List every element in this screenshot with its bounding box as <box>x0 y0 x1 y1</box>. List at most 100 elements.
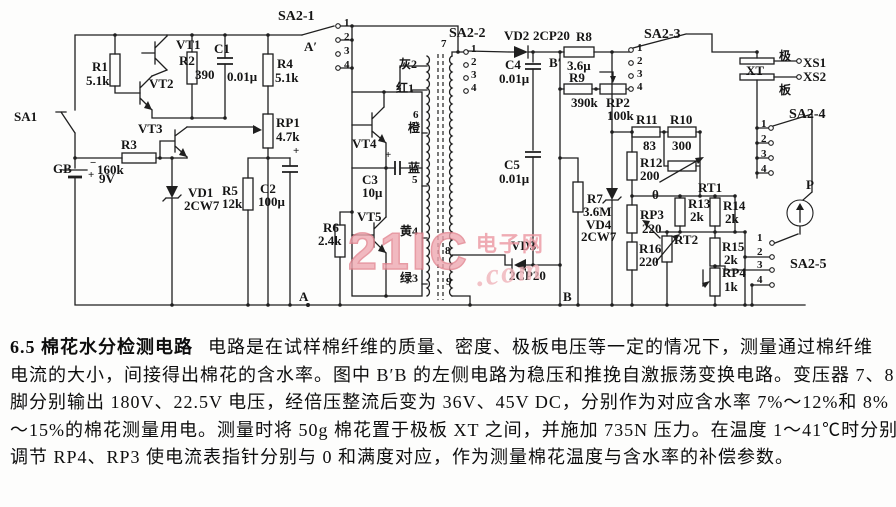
schematic-label: 6 <box>413 109 419 121</box>
schematic-label: VD4 <box>586 217 612 232</box>
schematic-label: R15 <box>722 239 745 254</box>
schematic-label: 12k <box>222 196 243 211</box>
schematic-label: θ <box>652 187 659 202</box>
junction-dots <box>73 24 759 307</box>
schematic-label: C4 <box>505 57 521 72</box>
schematic-label: 蓝 <box>408 161 421 175</box>
schematic-label: SA2-3 <box>644 27 681 42</box>
schematic-label: 0.01μ <box>499 71 530 86</box>
schematic-label: 2k <box>725 211 739 226</box>
schematic-label: 390 <box>195 67 215 82</box>
schematic-label: R16 <box>639 241 662 256</box>
schematic-label: 83 <box>643 138 656 153</box>
caption-line-1: 6.5 棉花水分检测电路电路是在试样棉纤维的质量、密度、极板电压等一定的情况下，… <box>10 334 892 362</box>
schematic-label: 2CW7 <box>581 229 617 244</box>
schematic-label: + <box>88 169 95 181</box>
schematic-label: 220 <box>642 221 662 236</box>
schematic-label: 1 <box>757 232 763 244</box>
schematic-label: 2k <box>724 252 738 267</box>
schematic-label: 3 <box>471 69 477 81</box>
schematic-label: VT2 <box>149 76 174 91</box>
schematic-label: 3.6M <box>583 204 612 219</box>
schematic-label: 100μ <box>258 194 285 209</box>
schematic-label: B <box>563 289 572 304</box>
schematic-label: VD2 <box>504 28 530 43</box>
schematic-label: 极 <box>779 49 792 63</box>
schematic-label: 0.01μ <box>227 69 258 84</box>
schematic-label: 2 <box>761 133 767 145</box>
schematic-label: 橙 <box>408 121 421 135</box>
schematic-label: + <box>293 145 300 157</box>
schematic-label: R1 <box>92 59 108 74</box>
schematic-label: 灰2 <box>399 57 418 71</box>
schematic-label: 1 <box>344 17 350 29</box>
schematic-label: 8 <box>445 245 451 257</box>
schematic-label: P <box>806 177 814 192</box>
schematic-label: 2 <box>637 55 643 67</box>
schematic-label: 9V <box>99 171 115 186</box>
schematic-label: 板 <box>779 83 792 97</box>
schematic-label: 2CP20 <box>533 28 570 43</box>
schematic-label: XS1 <box>803 55 827 70</box>
schematic-label: 2 <box>757 246 763 258</box>
schematic-label: R9 <box>569 70 585 85</box>
schematic-label: VT3 <box>138 121 163 136</box>
schematic-label: 7 <box>441 38 447 50</box>
schematic-label: 1 <box>761 118 767 130</box>
caption-line-5: 调节 RP4、RP3 使电流表指针分别与 0 和满度对应，作为测量棉花温度与含水… <box>10 447 795 468</box>
schematic-label: XT <box>746 63 765 78</box>
watermark: 21IC 电子网 .com <box>347 225 545 293</box>
schematic-label: R7 <box>587 191 603 206</box>
schematic-label: 160k <box>97 162 124 177</box>
schematic-label: 2k <box>690 209 704 224</box>
schematic-label: VT5 <box>357 209 382 224</box>
schematic-label: RP2 <box>606 95 630 110</box>
schematic-label: 300 <box>672 138 692 153</box>
schematic-label: 4 <box>761 163 767 175</box>
schematic-label: R13 <box>688 196 711 211</box>
schematic-label: R11 <box>636 112 658 127</box>
schematic-label: 1 <box>471 43 477 55</box>
schematic-label: 0.01μ <box>499 171 530 186</box>
schematic-label: R6 <box>323 220 339 235</box>
schematic-label: 200 <box>640 168 660 183</box>
schematic-label: VT4 <box>352 136 377 151</box>
schematic-label: 4.7k <box>276 129 300 144</box>
caption-line-3: 脚分别输出 180V、22.5V 电压，经倍压整流后变为 36V、45V DC，… <box>10 392 889 413</box>
schematic-label: A′ <box>304 39 318 54</box>
watermark-cn-text: 电子网 <box>475 233 545 256</box>
schematic-label: SA1 <box>14 109 38 124</box>
schematic-label: 2 <box>344 31 350 43</box>
schematic-label: 100k <box>607 108 634 123</box>
schematic-label: 3.6μ <box>567 58 591 73</box>
schematic-label: + <box>385 149 392 161</box>
section-heading: 6.5 棉花水分检测电路 <box>10 337 193 357</box>
schematic-label: R14 <box>723 198 746 213</box>
schematic-label: SA2-5 <box>790 257 827 272</box>
schematic-label: 4 <box>637 81 643 93</box>
schematic-label: RP3 <box>640 207 664 222</box>
caption-text: 电路是在试样棉纤维的质量、密度、极板电压等一定的情况下，测量通过棉纤维 <box>208 337 873 357</box>
schematic-label: 1k <box>724 279 738 294</box>
caption-line-2: 电流的大小，间接得出棉花的含水率。图中 B′B 的左侧电路为稳压和推挽自激振荡变… <box>10 364 895 385</box>
schematic-label: 10μ <box>362 185 383 200</box>
schematic-label: 3 <box>637 68 643 80</box>
schematic-label: RT2 <box>674 232 699 247</box>
schematic-label: XS2 <box>803 69 827 84</box>
schematic-label: 9 <box>446 276 452 288</box>
schematic-label: C3 <box>362 172 378 187</box>
caption-line-4: ～15%的棉花测量用电。测量时将 50g 棉花置于极板 XT 之间，并施加 73… <box>10 419 896 440</box>
schematic-label: 4 <box>471 82 477 94</box>
schematic-label: SA2-2 <box>449 26 486 41</box>
schematic-label: SA2-1 <box>278 9 315 24</box>
schematic-label: − <box>90 157 97 169</box>
schematic-label: C1 <box>214 41 230 56</box>
schematic-label: VD3 <box>511 238 537 253</box>
schematic-label: 4 <box>757 274 763 286</box>
schematic-label: 黄4 <box>400 224 419 238</box>
schematic-label: 2CP20 <box>509 268 546 283</box>
schematic-label: 1 <box>637 42 643 54</box>
schematic-label: 5.1k <box>275 70 299 85</box>
schematic-label: GB <box>53 161 72 176</box>
